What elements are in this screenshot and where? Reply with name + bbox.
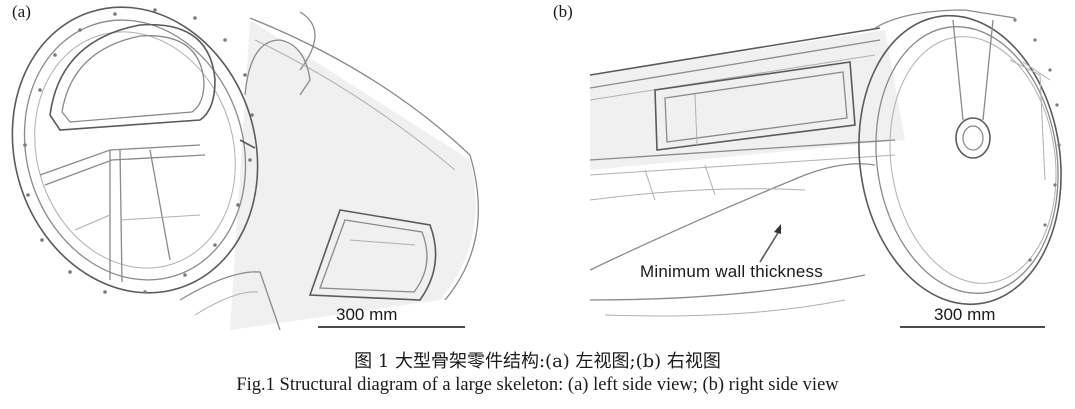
figure-caption-chinese: 图 1 大型骨架零件结构:(a) 左视图;(b) 右视图	[354, 351, 721, 372]
panel-label-b: (b)	[553, 2, 573, 21]
scale-label-a: 300 mm	[336, 305, 398, 324]
disk-bolt-holes	[1013, 18, 1061, 262]
figure-caption-english: Fig.1 Structural diagram of a large skel…	[236, 375, 839, 395]
annotation-arrow	[759, 227, 782, 263]
scale-label-b: 300 mm	[934, 305, 996, 324]
left-side-view-drawing	[11, 6, 479, 331]
figure-panel-a: (a)	[0, 0, 530, 340]
panel-label-a: (a)	[12, 2, 31, 21]
minimum-wall-thickness-label: Minimum wall thickness	[640, 262, 823, 281]
arrow-head-icon	[774, 224, 781, 234]
rim-bolt-holes	[23, 8, 254, 294]
right-side-view-drawing	[589, 9, 1062, 328]
figure-panel-b: (b)	[545, 0, 1075, 340]
